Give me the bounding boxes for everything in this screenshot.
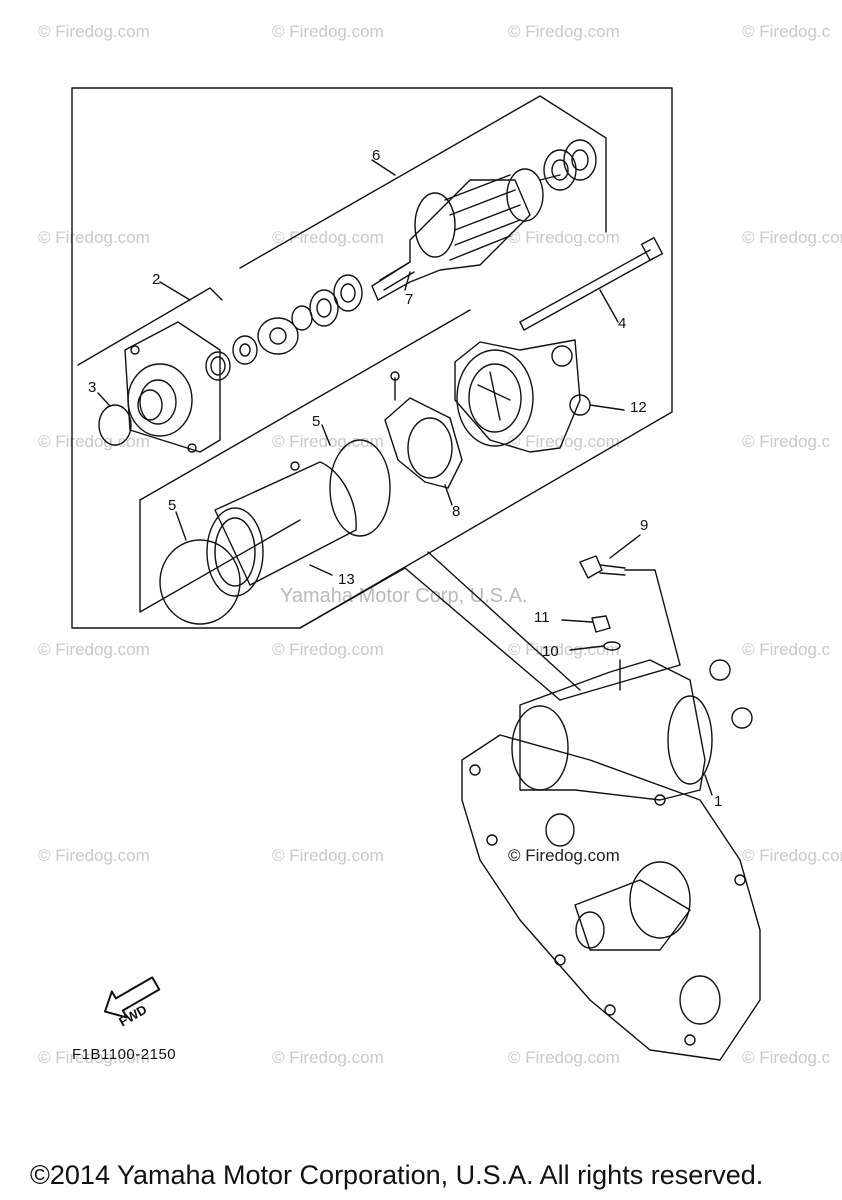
bolt	[579, 555, 626, 579]
callout-4: 4	[618, 315, 627, 332]
brush-holder	[384, 371, 463, 489]
callout-10: 10	[542, 643, 559, 660]
diagram-code: F1B1100-2150	[72, 1046, 177, 1063]
crankcase-cover	[461, 734, 761, 1061]
callout-2: 2	[152, 271, 161, 288]
exploded-view-boundary	[71, 87, 673, 629]
callout-13: 13	[338, 571, 355, 588]
callout-6: 6	[372, 147, 381, 164]
brush-plate-washer	[257, 317, 299, 355]
assembled-starter-motor	[511, 659, 753, 801]
callout-11: 11	[534, 609, 550, 626]
nut	[591, 615, 611, 633]
inline-watermark: © Firedog.com	[508, 846, 620, 865]
armature	[371, 168, 561, 301]
callout-3: 3	[88, 379, 97, 396]
fwd-arrow	[104, 976, 161, 1019]
group-bracket	[239, 95, 607, 269]
washer	[603, 641, 621, 651]
through-bolt	[519, 237, 664, 331]
callout-5: 5	[168, 497, 177, 514]
o-ring	[329, 439, 391, 537]
callout-8: 8	[452, 503, 461, 520]
callout-7: 7	[405, 291, 414, 308]
callout-1: 1	[714, 793, 723, 810]
front-cover	[124, 321, 221, 453]
group-bracket	[77, 287, 223, 366]
callout-5: 5	[312, 413, 321, 430]
rear-cover	[454, 339, 591, 453]
callout-9: 9	[640, 517, 649, 534]
o-ring	[98, 404, 132, 446]
center-watermark: Yamaha Motor Corp, U.S.A.	[280, 585, 528, 607]
yoke	[206, 461, 357, 597]
callout-12: 12	[630, 399, 647, 416]
assembly-pointer	[299, 567, 561, 701]
copyright-footer: ©2014 Yamaha Motor Corporation, U.S.A. A…	[30, 1160, 764, 1190]
o-ring	[159, 539, 241, 625]
group-bracket	[139, 499, 301, 613]
